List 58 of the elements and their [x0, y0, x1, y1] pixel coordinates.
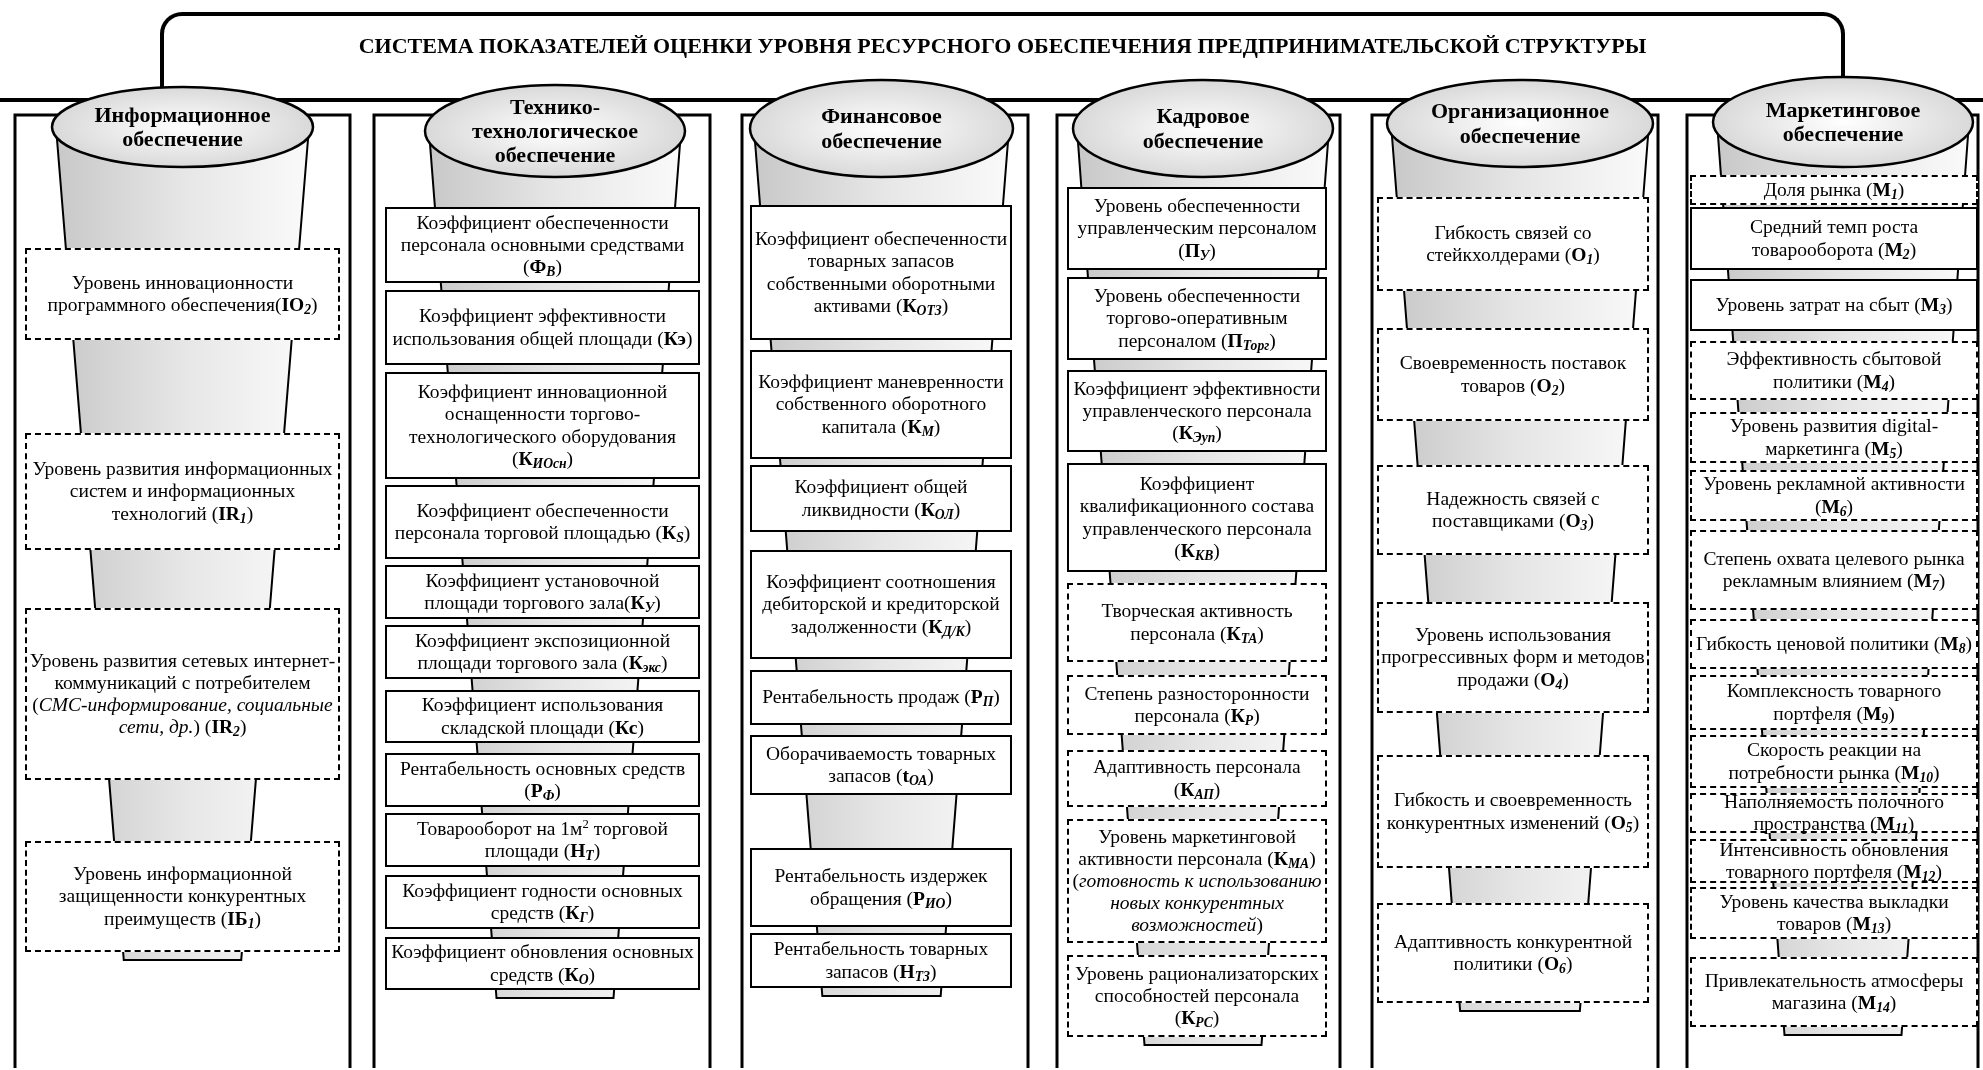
- indicator-box: Привлекательность атмосферы магазина (М$_{14}$): [1690, 957, 1978, 1027]
- indicator-box: Комплексность товарного портфеля (М$_{9}$): [1690, 675, 1978, 730]
- indicator-box: Гибкость связей со стейкхолдерами (О$_{1}$): [1377, 197, 1649, 291]
- indicator-box: Уровень рекламной активности (М$_{6}$): [1690, 470, 1978, 521]
- indicator-box: Уровень обеспеченности торгово-оперативным персоналом (П$_{Торг}$): [1067, 277, 1327, 360]
- indicator-box: Коэффициент годности основных средств (К$_{Г}$): [385, 875, 700, 929]
- indicator-box: Уровень информационной защищенности конкурентных преимуществ (IБ$_{1}$): [25, 841, 340, 952]
- indicator-box: Коэффициент эффективности использования общей площади (Кэ): [385, 290, 700, 365]
- indicator-box: Адаптивность конкурентной политики (О$_{6}$): [1377, 903, 1649, 1003]
- indicator-box: Гибкость и своевременность конкурентных изменений (О$_{5}$): [1377, 755, 1649, 868]
- title-banner: СИСТЕМА ПОКАЗАТЕЛЕЙ ОЦЕНКИ УРОВНЯ РЕСУРСНОГО ОБЕСПЕЧЕНИЯ ПРЕДПРИНИМАТЕЛЬСКОЙ СТРУКТУРЫ: [160, 12, 1845, 72]
- indicator-box: Доля рынка (М$_{1}$): [1690, 175, 1978, 205]
- indicator-box: Рентабельность продаж (Р$_{П}$): [750, 670, 1012, 725]
- indicator-box: Уровень качества выкладки товаров (М$_{13}$): [1690, 887, 1978, 939]
- column-heading: Кадровое обеспечение: [1141, 102, 1265, 155]
- column-heading: Финансовое обеспечение: [820, 102, 943, 155]
- column-heading: Технико-технологическое обеспечение: [471, 92, 639, 170]
- indicator-box: Средний темп роста товарооборота (М$_{2}$): [1690, 207, 1978, 270]
- column-heading: Организационное обеспечение: [1430, 97, 1610, 150]
- indicator-box: Коэффициент установочной площади торгового зала(К$_{У}$): [385, 565, 700, 619]
- column-heading: Маркетинговое обеспечение: [1764, 95, 1922, 148]
- indicator-box: Уровень развития информационных систем и информационных технологий (IR$_{1}$): [25, 433, 340, 550]
- indicator-box: Рентабельность товарных запасов (Н$_{ТЗ}$): [750, 933, 1012, 988]
- indicator-box: Уровень рационализаторских способностей персонала (К$_{РС}$): [1067, 955, 1327, 1037]
- indicator-box: Уровень развития digital-маркетинга (М$_{5}$): [1690, 412, 1978, 463]
- indicator-box: Уровень развития сетевых интернет-коммуникаций с потребителем (СМС-информирование, социальные сети, др.) (IR$_{2}$): [25, 608, 340, 780]
- indicator-box: Оборачиваемость товарных запасов (t$_{ОА}$): [750, 735, 1012, 795]
- indicator-box: Уровень использования прогрессивных форм и методов продажи (О$_{4}$): [1377, 602, 1649, 713]
- indicator-box: Уровень обеспеченности управленческим персоналом (П$_{У}$): [1067, 187, 1327, 270]
- indicator-box: Коэффициент общей ликвидности (К$_{ОЛ}$): [750, 465, 1012, 532]
- indicator-box: Коэффициент экспозиционной площади торгового зала (К$_{экс}$): [385, 625, 700, 679]
- indicator-box: Скорость реакции на потребности рынка (М$_{10}$): [1690, 735, 1978, 788]
- indicator-box: Уровень маркетинговой активности персонала (К$_{МА}$) (готовность к использованию новых конкурентных возможностей): [1067, 819, 1327, 943]
- indicator-box: Гибкость ценовой политики (М$_{8}$): [1690, 619, 1978, 669]
- indicator-box: Коэффициент обеспеченности персонала основными средствами (Ф$_{В}$): [385, 207, 700, 283]
- indicator-box: Рентабельность основных средств (Р$_{Ф}$): [385, 753, 700, 807]
- indicator-box: Коэффициент маневренности собственного оборотного капитала (К$_{М}$): [750, 350, 1012, 459]
- column-heading: Информационное обеспечение: [93, 100, 272, 153]
- indicator-box: Коэффициент соотношения дебиторской и кредиторской задолженности (К$_{Д/К}$): [750, 550, 1012, 659]
- indicator-box: Коэффициент инновационной оснащенности торгово-технологического оборудования (К$_{ИОсн}$): [385, 372, 700, 479]
- indicator-box: Степень охвата целевого рынка рекламным влиянием (М$_{7}$): [1690, 530, 1978, 610]
- indicator-box: Адаптивность персонала (К$_{АП}$): [1067, 750, 1327, 807]
- indicator-box: Товарооборот на 1м$^{2}$ торговой площади (Н$_{Т}$): [385, 813, 700, 867]
- indicator-box: Коэффициент обеспеченности товарных запасов собственными оборотными активами (К$_{ОТЗ}$): [750, 205, 1012, 340]
- indicator-box: Интенсивность обновления товарного портфеля (М$_{12}$): [1690, 839, 1978, 883]
- indicator-box: Эффективность сбытовой политики (М$_{4}$): [1690, 341, 1978, 400]
- indicator-box: Коэффициент обеспеченности персонала торговой площадью (К$_{S}$): [385, 485, 700, 559]
- indicator-box: Рентабельность издержек обращения (Р$_{ИО}$): [750, 848, 1012, 927]
- indicator-box: Коэффициент обновления основных средств (К$_{О}$): [385, 937, 700, 990]
- indicator-box: Творческая активность персонала (К$_{ТА}$): [1067, 583, 1327, 662]
- indicator-box: Коэффициент квалификационного состава управленческого персонала (К$_{КВ}$): [1067, 463, 1327, 572]
- indicator-box: Коэффициент использования складской площади (Кс): [385, 690, 700, 743]
- indicator-box: Уровень затрат на сбыт (М$_{3}$): [1690, 279, 1978, 331]
- indicator-box: Степень разносторонности персонала (К$_{Р}$): [1067, 675, 1327, 735]
- indicator-box: Надежность связей с поставщиками (О$_{3}$): [1377, 465, 1649, 555]
- indicator-box: Коэффициент эффективности управленческого персонала (К$_{Эуп}$): [1067, 370, 1327, 452]
- indicator-box: Уровень инновационности программного обеспечения(IO$_{2}$): [25, 248, 340, 340]
- indicator-box: Своевременность поставок товаров (О$_{2}$): [1377, 328, 1649, 421]
